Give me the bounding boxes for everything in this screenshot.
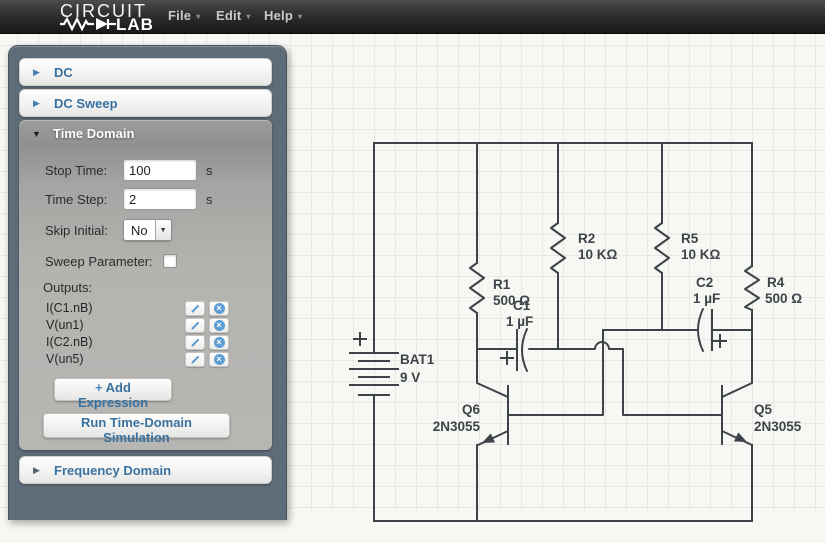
- resistor-r1[interactable]: R1 500 Ω: [469, 262, 530, 314]
- delete-x-icon: ×: [213, 336, 225, 348]
- stop-time-label: Stop Time:: [45, 162, 108, 178]
- c1-plus-icon: [500, 351, 514, 365]
- r1-name-label: R1: [493, 277, 511, 292]
- edit-output-button[interactable]: [185, 334, 205, 350]
- delete-x-icon: ×: [213, 353, 225, 365]
- time-domain-header[interactable]: ▼ Time Domain: [32, 126, 135, 141]
- section-time-domain: ▼ Time Domain Stop Time: s Time Step: s …: [19, 120, 272, 450]
- q6-name-label: Q6: [462, 402, 481, 417]
- transistor-q5[interactable]: Q5 2N3055: [721, 385, 802, 447]
- c1-name-label: C1: [513, 298, 531, 313]
- menu-file[interactable]: File▾: [168, 8, 201, 23]
- delete-x-icon: ×: [213, 302, 225, 314]
- menubar: CIRCUIT LAB File▾ Edit▾ Help▾: [0, 0, 825, 34]
- chevron-right-icon: ▶: [33, 98, 40, 108]
- chevron-down-icon: ▼: [32, 129, 41, 139]
- run-time-domain-simulation-button[interactable]: Run Time-Domain Simulation: [43, 413, 230, 445]
- outputs-label: Outputs:: [43, 280, 93, 295]
- pencil-icon: [191, 321, 199, 329]
- circuit-wires[interactable]: [373, 142, 753, 522]
- sweep-parameter-label: Sweep Parameter:: [45, 253, 153, 269]
- q5-name-label: Q5: [754, 402, 773, 417]
- section-frequency-domain[interactable]: ▶ Frequency Domain: [19, 456, 272, 484]
- r2-value-label: 10 KΩ: [578, 247, 618, 262]
- delete-x-icon: ×: [213, 319, 225, 331]
- time-step-label: Time Step:: [45, 191, 108, 207]
- sweep-parameter-checkbox[interactable]: [162, 254, 177, 268]
- time-step-input[interactable]: [123, 188, 197, 210]
- transistor-q6[interactable]: Q6 2N3055: [433, 385, 509, 448]
- add-expression-button[interactable]: +Add Expression: [54, 378, 172, 410]
- output-expression: V(un1): [46, 318, 84, 332]
- edit-output-button[interactable]: [185, 300, 205, 316]
- skip-initial-select[interactable]: No ▼: [123, 219, 172, 241]
- section-dc-sweep[interactable]: ▶ DC Sweep: [19, 89, 272, 117]
- output-expression: I(C2.nB): [46, 335, 93, 349]
- c1-value-label: 1 µF: [506, 314, 533, 329]
- r5-name-label: R5: [681, 231, 699, 246]
- circuitlab-logo: CIRCUIT LAB: [60, 1, 154, 33]
- output-row: V(un5) ×: [46, 351, 229, 367]
- r5-value-label: 10 KΩ: [681, 247, 721, 262]
- r4-value-label: 500 Ω: [765, 291, 802, 306]
- section-dc[interactable]: ▶ DC: [19, 58, 272, 86]
- capacitor-c2[interactable]: C2 1 µF: [693, 275, 727, 352]
- output-expression: I(C1.nB): [46, 301, 93, 315]
- r4-name-label: R4: [767, 275, 785, 290]
- delete-output-button[interactable]: ×: [209, 317, 229, 333]
- menu-caret-icon: ▾: [196, 12, 201, 21]
- bat1-name-label: BAT1: [400, 352, 435, 367]
- output-row: V(un1) ×: [46, 317, 229, 333]
- time-step-unit: s: [206, 191, 213, 207]
- pencil-icon: [191, 338, 199, 346]
- circuitlab-app: { "menubar": { "logo_top": "CIRCUIT", "l…: [0, 0, 825, 522]
- q6-value-label: 2N3055: [433, 419, 481, 434]
- resistor-r2[interactable]: R2 10 KΩ: [550, 222, 618, 274]
- dropdown-arrow-icon: ▼: [154, 220, 171, 240]
- pencil-icon: [191, 355, 199, 363]
- chevron-right-icon: ▶: [33, 67, 40, 77]
- resistor-r4[interactable]: R4 500 Ω: [744, 265, 802, 311]
- plus-icon: +: [95, 380, 103, 395]
- edit-output-button[interactable]: [185, 351, 205, 367]
- r2-name-label: R2: [578, 231, 595, 246]
- delete-output-button[interactable]: ×: [209, 300, 229, 316]
- c2-value-label: 1 µF: [693, 291, 720, 306]
- delete-output-button[interactable]: ×: [209, 334, 229, 350]
- simulation-sidebar: ▶ DC ▶ DC Sweep ▼ Time Domain Stop Time:…: [8, 45, 287, 520]
- r1-value-label: 500 Ω: [493, 293, 530, 308]
- output-row: I(C2.nB) ×: [46, 334, 229, 350]
- output-expression: V(un5): [46, 352, 84, 366]
- c2-plus-icon: [713, 334, 727, 348]
- logo-diode-triangle: [96, 18, 108, 30]
- circuit-schematic[interactable]: BAT1 9 V R1 500 Ω R2 10 KΩ R5 10 KΩ R4 5…: [290, 73, 825, 543]
- logo-circuit-text: CIRCUIT: [60, 1, 147, 21]
- resistor-r5[interactable]: R5 10 KΩ: [654, 222, 721, 274]
- menu-caret-icon: ▾: [246, 12, 251, 21]
- logo-lab-text: LAB: [116, 15, 154, 33]
- skip-initial-label: Skip Initial:: [45, 222, 108, 238]
- battery-plus-icon: [353, 332, 367, 346]
- menu-edit[interactable]: Edit▾: [216, 8, 251, 23]
- c2-name-label: C2: [696, 275, 713, 290]
- menu-help[interactable]: Help▾: [264, 8, 303, 23]
- edit-output-button[interactable]: [185, 317, 205, 333]
- q5-value-label: 2N3055: [754, 419, 802, 434]
- stop-time-unit: s: [206, 162, 213, 178]
- stop-time-input[interactable]: [123, 159, 197, 181]
- capacitor-c1[interactable]: C1 1 µF: [500, 298, 533, 372]
- menu-caret-icon: ▾: [297, 12, 303, 21]
- output-row: I(C1.nB) ×: [46, 300, 229, 316]
- delete-output-button[interactable]: ×: [209, 351, 229, 367]
- chevron-right-icon: ▶: [33, 465, 40, 475]
- pencil-icon: [191, 304, 199, 312]
- bat1-value-label: 9 V: [400, 370, 420, 385]
- battery-bat1[interactable]: BAT1 9 V: [349, 332, 435, 396]
